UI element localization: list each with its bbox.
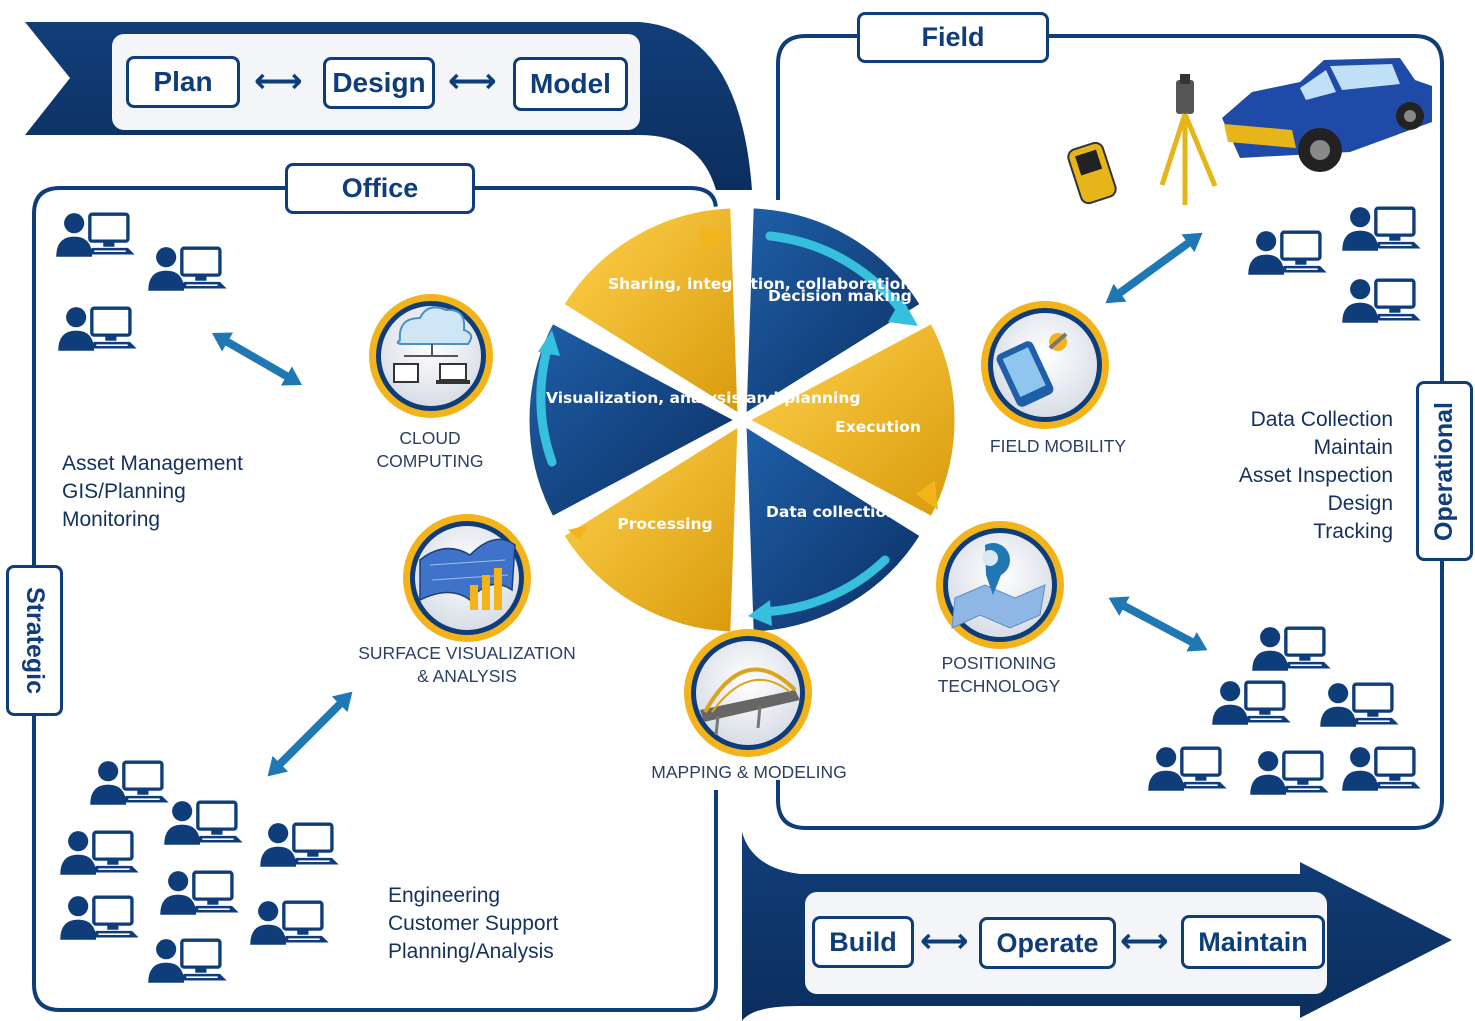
design-tag: Design bbox=[323, 57, 435, 109]
user-workstation-icon bbox=[162, 799, 245, 847]
pickup-truck-icon bbox=[1222, 58, 1432, 172]
cycle-arrow-2 bbox=[757, 555, 890, 617]
positioning-technology-caption: POSITIONING TECHNOLOGY bbox=[937, 653, 1061, 696]
design-model-connector: ⟷ bbox=[448, 61, 497, 101]
map-pin-icon bbox=[951, 543, 1046, 629]
build-operate-connector: ⟷ bbox=[920, 921, 969, 961]
strategic-label: Strategic bbox=[6, 565, 63, 716]
role-item: Engineering bbox=[388, 884, 501, 907]
field-roles: Data Collection Maintain Asset Inspectio… bbox=[1190, 406, 1393, 546]
mobile-device-icon bbox=[996, 332, 1068, 407]
user-workstation-icon bbox=[1248, 749, 1331, 797]
user-workstation-icon bbox=[258, 821, 341, 869]
role-item: Asset Inspection bbox=[1238, 464, 1393, 487]
plan-tag: Plan bbox=[126, 56, 240, 108]
cycle-arrow-3 bbox=[536, 341, 557, 467]
office-roles-top: Asset Management GIS/Planning Monitoring bbox=[62, 450, 243, 534]
user-workstation-icon bbox=[146, 245, 229, 293]
surface-chart-icon bbox=[419, 538, 516, 610]
segment-label-processing: Processing bbox=[617, 515, 713, 533]
cycle-segment bbox=[560, 422, 741, 635]
surface-visualization-badge bbox=[403, 514, 531, 642]
model-tag: Model bbox=[513, 57, 628, 111]
user-workstation-icon bbox=[54, 211, 137, 259]
surface-visualization-caption: SURFACE VISUALIZATION & ANALYSIS bbox=[358, 643, 576, 686]
bridge-icon bbox=[700, 667, 800, 736]
operate-maintain-connector: ⟷ bbox=[1120, 921, 1169, 961]
cycle-arrow-1 bbox=[765, 231, 909, 319]
user-workstation-icon bbox=[88, 759, 171, 807]
strategic-label-text: Strategic bbox=[21, 587, 50, 694]
user-workstation-icon bbox=[158, 869, 241, 917]
user-workstation-icon bbox=[1340, 205, 1423, 253]
user-workstation-icon bbox=[1146, 745, 1229, 793]
user-workstation-icon bbox=[1340, 277, 1423, 325]
role-item: Monitoring bbox=[62, 508, 161, 531]
cycle-segment bbox=[526, 320, 740, 520]
cycle-segment bbox=[743, 205, 924, 418]
office-roles-bottom: Engineering Customer Support Planning/An… bbox=[388, 882, 558, 966]
user-workstation-icon bbox=[58, 894, 141, 942]
user-workstation-icon bbox=[1210, 679, 1293, 727]
user-workstation-icon bbox=[1340, 745, 1423, 793]
cloud-computing-icon bbox=[393, 306, 473, 384]
role-item: Tracking bbox=[1313, 520, 1393, 543]
cycle-segment bbox=[744, 320, 958, 520]
segment-label-data-collection: Data collection bbox=[766, 503, 898, 521]
positioning-technology-badge bbox=[936, 521, 1064, 649]
user-workstation-icon bbox=[1246, 229, 1329, 277]
operational-label: Operational bbox=[1416, 381, 1473, 561]
role-item: Maintain bbox=[1313, 436, 1393, 459]
role-item: Customer Support bbox=[388, 912, 559, 935]
operate-tag: Operate bbox=[979, 917, 1116, 969]
segment-label-execution: Execution bbox=[835, 418, 921, 436]
field-label: Field bbox=[857, 12, 1049, 63]
user-workstation-icon bbox=[58, 829, 141, 877]
cycle-segment bbox=[560, 205, 741, 418]
user-workstation-icon bbox=[146, 937, 229, 985]
field-mobility-badge bbox=[981, 301, 1109, 429]
operational-label-text: Operational bbox=[1430, 401, 1459, 541]
cycle-segment bbox=[743, 422, 924, 635]
user-workstation-icon bbox=[1250, 625, 1333, 673]
gps-handheld-icon bbox=[1067, 141, 1117, 205]
mapping-modeling-badge bbox=[684, 629, 812, 757]
office-label: Office bbox=[285, 163, 475, 214]
cloud-computing-caption: CLOUD COMPUTING bbox=[376, 428, 484, 471]
role-item: Asset Management bbox=[62, 452, 243, 475]
survey-tripod-icon bbox=[1159, 74, 1218, 205]
mapping-modeling-caption: MAPPING & MODELING bbox=[651, 762, 847, 782]
build-tag: Build bbox=[812, 916, 914, 968]
role-item: Design bbox=[1327, 492, 1393, 515]
role-item: GIS/Planning bbox=[62, 480, 186, 503]
cloud-computing-badge bbox=[369, 294, 493, 418]
role-item: Data Collection bbox=[1250, 408, 1393, 431]
segment-label-visualization: Visualization, analysis and planning bbox=[546, 389, 861, 407]
role-item: Planning/Analysis bbox=[388, 940, 554, 963]
segment-label-sharing: Sharing, integration, collaboration bbox=[608, 275, 911, 293]
field-mobility-caption: FIELD MOBILITY bbox=[989, 436, 1127, 456]
segment-label-decision: Decision making bbox=[768, 287, 912, 305]
plan-design-connector: ⟷ bbox=[254, 61, 303, 101]
user-workstation-icon bbox=[248, 899, 331, 947]
user-workstation-icon bbox=[1318, 681, 1401, 729]
user-workstation-icon bbox=[56, 305, 139, 353]
maintain-tag: Maintain bbox=[1181, 915, 1325, 969]
